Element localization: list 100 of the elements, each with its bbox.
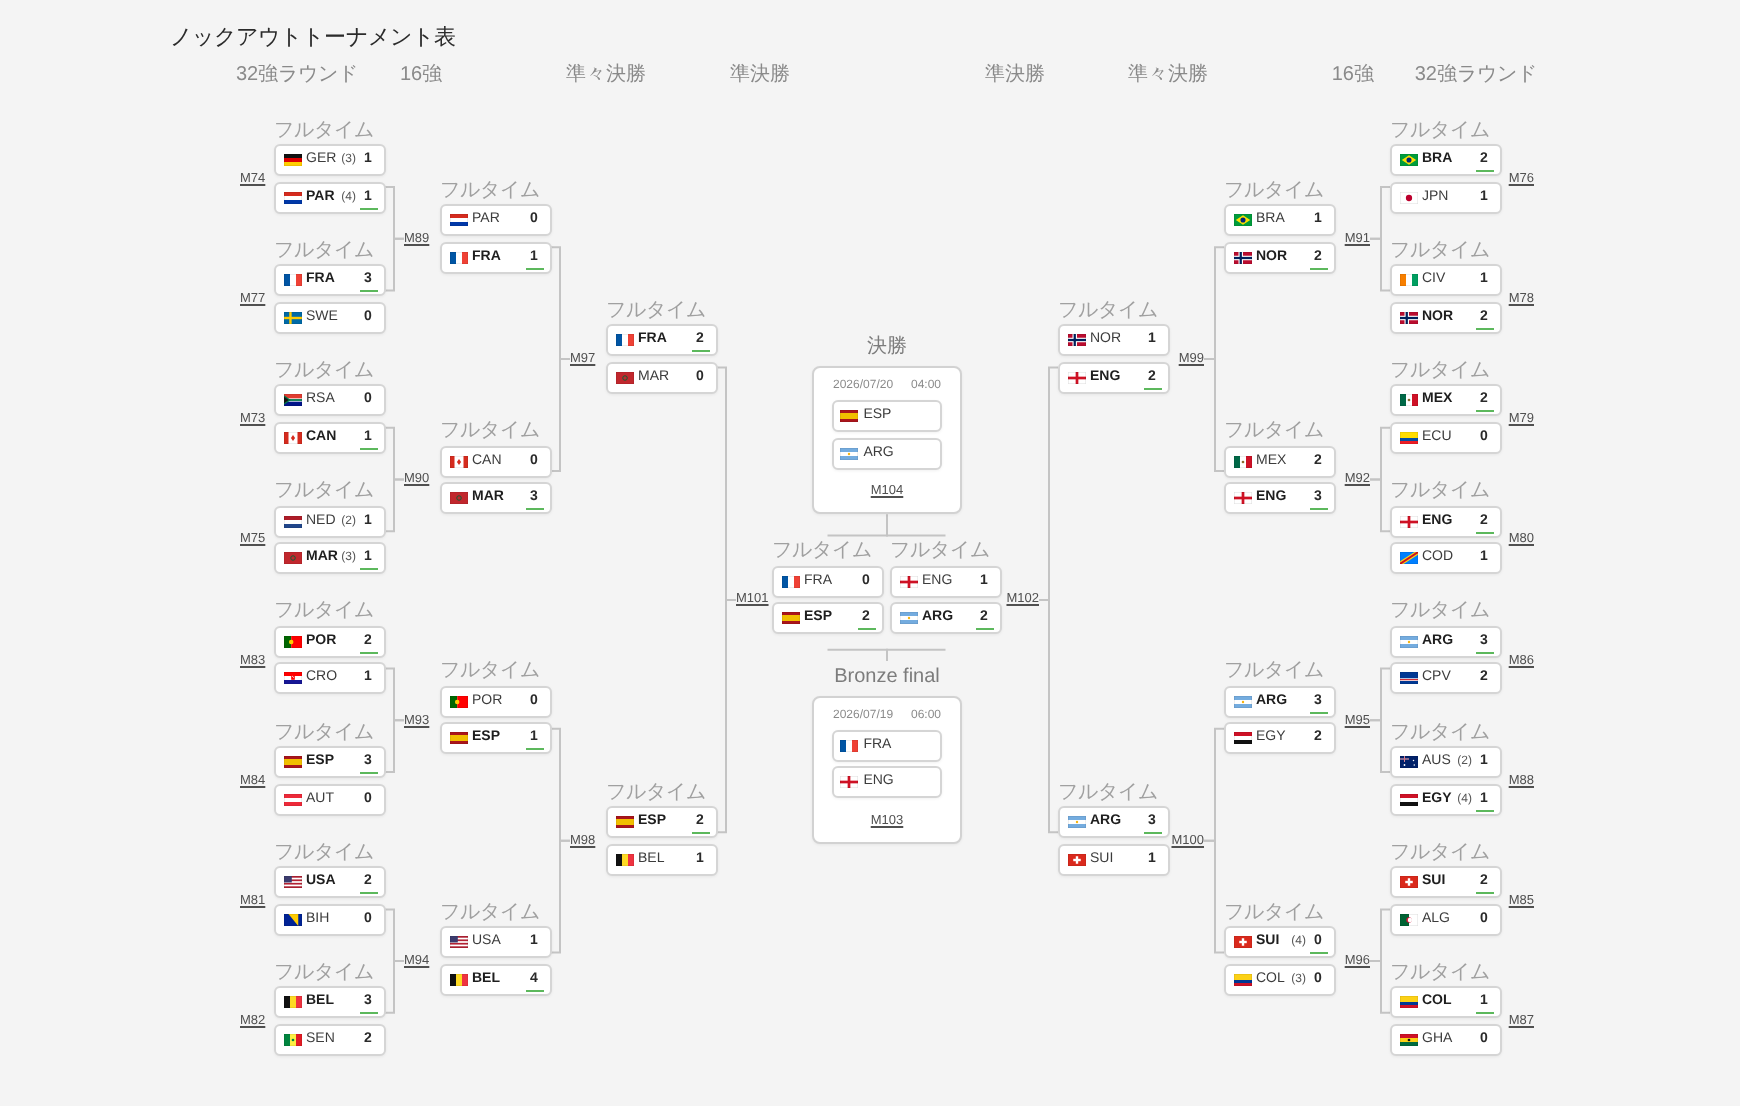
team-row bbox=[1390, 1023, 1501, 1056]
team-row bbox=[274, 505, 385, 538]
match-status: フルタイム bbox=[274, 239, 374, 262]
match-status: フルタイム bbox=[1390, 119, 1490, 141]
match-status: フルタイム bbox=[1390, 961, 1490, 984]
match-status: フルタイム bbox=[274, 480, 374, 503]
match-status: フルタイム bbox=[1058, 781, 1158, 804]
team-row bbox=[1390, 903, 1501, 936]
team-row bbox=[1390, 625, 1501, 658]
team-row bbox=[274, 144, 385, 176]
bracket-line bbox=[384, 478, 405, 533]
bracket-line bbox=[1203, 358, 1225, 472]
team-row bbox=[274, 625, 385, 658]
team-row bbox=[1390, 144, 1501, 176]
team-row bbox=[274, 181, 385, 213]
match-status: フルタイム bbox=[1224, 420, 1324, 442]
match-status: フルタイム bbox=[772, 540, 872, 563]
round-header: 準々決勝 bbox=[1128, 64, 1208, 88]
team-row bbox=[1390, 866, 1501, 899]
match-status: フルタイム bbox=[440, 901, 540, 924]
round-header: 準決勝 bbox=[730, 64, 790, 88]
match-status: フルタイム bbox=[1390, 239, 1490, 262]
team-row bbox=[1058, 361, 1169, 394]
team-row bbox=[1224, 445, 1335, 477]
bracket-line bbox=[1369, 478, 1391, 533]
team-row bbox=[1058, 843, 1169, 876]
match-status: フルタイム bbox=[1224, 660, 1324, 683]
match-status: フルタイム bbox=[1390, 359, 1490, 382]
team-row bbox=[440, 685, 551, 718]
team-row bbox=[274, 746, 385, 778]
bracket-line bbox=[1038, 598, 1059, 834]
team-row bbox=[606, 361, 717, 394]
card-heading: Bronze final bbox=[834, 666, 940, 690]
team-row bbox=[831, 437, 943, 470]
team-row bbox=[1390, 542, 1501, 575]
bracket-line bbox=[384, 960, 405, 1014]
team-row bbox=[1390, 986, 1501, 1019]
team-row bbox=[440, 963, 551, 996]
bracket-line bbox=[550, 358, 571, 472]
round-header: 32強ラウンド bbox=[1414, 64, 1537, 88]
match-status: フルタイム bbox=[440, 179, 540, 202]
team-row bbox=[1224, 685, 1335, 718]
bracket-line bbox=[886, 513, 947, 537]
round-header: 32強ラウンド bbox=[236, 64, 359, 88]
match-status: フルタイム bbox=[274, 359, 374, 382]
round-header: 16強 bbox=[400, 64, 443, 88]
bracket-line bbox=[1369, 960, 1391, 1014]
team-row bbox=[1224, 241, 1335, 274]
team-row bbox=[274, 384, 385, 417]
bracket-line bbox=[384, 237, 405, 292]
match-status: フルタイム bbox=[1224, 179, 1324, 202]
match-status: フルタイム bbox=[606, 781, 706, 804]
team-row bbox=[1390, 783, 1501, 815]
team-row bbox=[1224, 926, 1335, 959]
team-row bbox=[1224, 963, 1335, 996]
match-status: フルタイム bbox=[606, 299, 706, 322]
team-row bbox=[440, 926, 551, 959]
page-title: ノックアウトトーナメント表 bbox=[170, 24, 456, 52]
match-status: フルタイム bbox=[274, 961, 374, 984]
team-row bbox=[1224, 722, 1335, 755]
bracket-line bbox=[1203, 839, 1225, 954]
team-row bbox=[1058, 806, 1169, 839]
bracket-line bbox=[1369, 237, 1391, 292]
match-status: フルタイム bbox=[1390, 721, 1490, 743]
team-row bbox=[274, 662, 385, 695]
team-row bbox=[274, 542, 385, 575]
team-row bbox=[440, 204, 551, 237]
team-row bbox=[440, 241, 551, 274]
team-row bbox=[1390, 301, 1501, 334]
team-row bbox=[772, 565, 883, 598]
bracket-line bbox=[1369, 719, 1391, 773]
match-status: フルタイム bbox=[890, 540, 990, 563]
team-row bbox=[274, 903, 385, 936]
team-row bbox=[831, 766, 943, 799]
bracket-line bbox=[886, 648, 947, 662]
team-row bbox=[274, 986, 385, 1019]
match-status: フルタイム bbox=[1390, 600, 1490, 623]
match-status: フルタイム bbox=[274, 119, 374, 141]
team-row bbox=[1390, 746, 1501, 778]
team-row bbox=[1390, 264, 1501, 297]
match-status: フルタイム bbox=[274, 721, 374, 743]
team-row bbox=[274, 783, 385, 815]
match-status: フルタイム bbox=[274, 600, 374, 623]
match-status: フルタイム bbox=[1224, 901, 1324, 924]
team-row bbox=[440, 445, 551, 477]
match-status: フルタイム bbox=[1058, 299, 1158, 322]
team-row bbox=[1390, 384, 1501, 417]
team-row bbox=[274, 264, 385, 297]
team-row bbox=[1390, 662, 1501, 695]
match-status: フルタイム bbox=[440, 660, 540, 683]
bracket-line bbox=[716, 598, 737, 834]
team-row bbox=[440, 482, 551, 514]
team-row bbox=[606, 843, 717, 876]
round-header: 準決勝 bbox=[985, 64, 1045, 88]
team-row bbox=[831, 399, 943, 432]
team-row bbox=[1058, 324, 1169, 357]
team-row bbox=[1390, 505, 1501, 538]
round-header: 16強 bbox=[1331, 64, 1374, 88]
bracket-line bbox=[550, 839, 571, 954]
team-row bbox=[890, 565, 1001, 598]
